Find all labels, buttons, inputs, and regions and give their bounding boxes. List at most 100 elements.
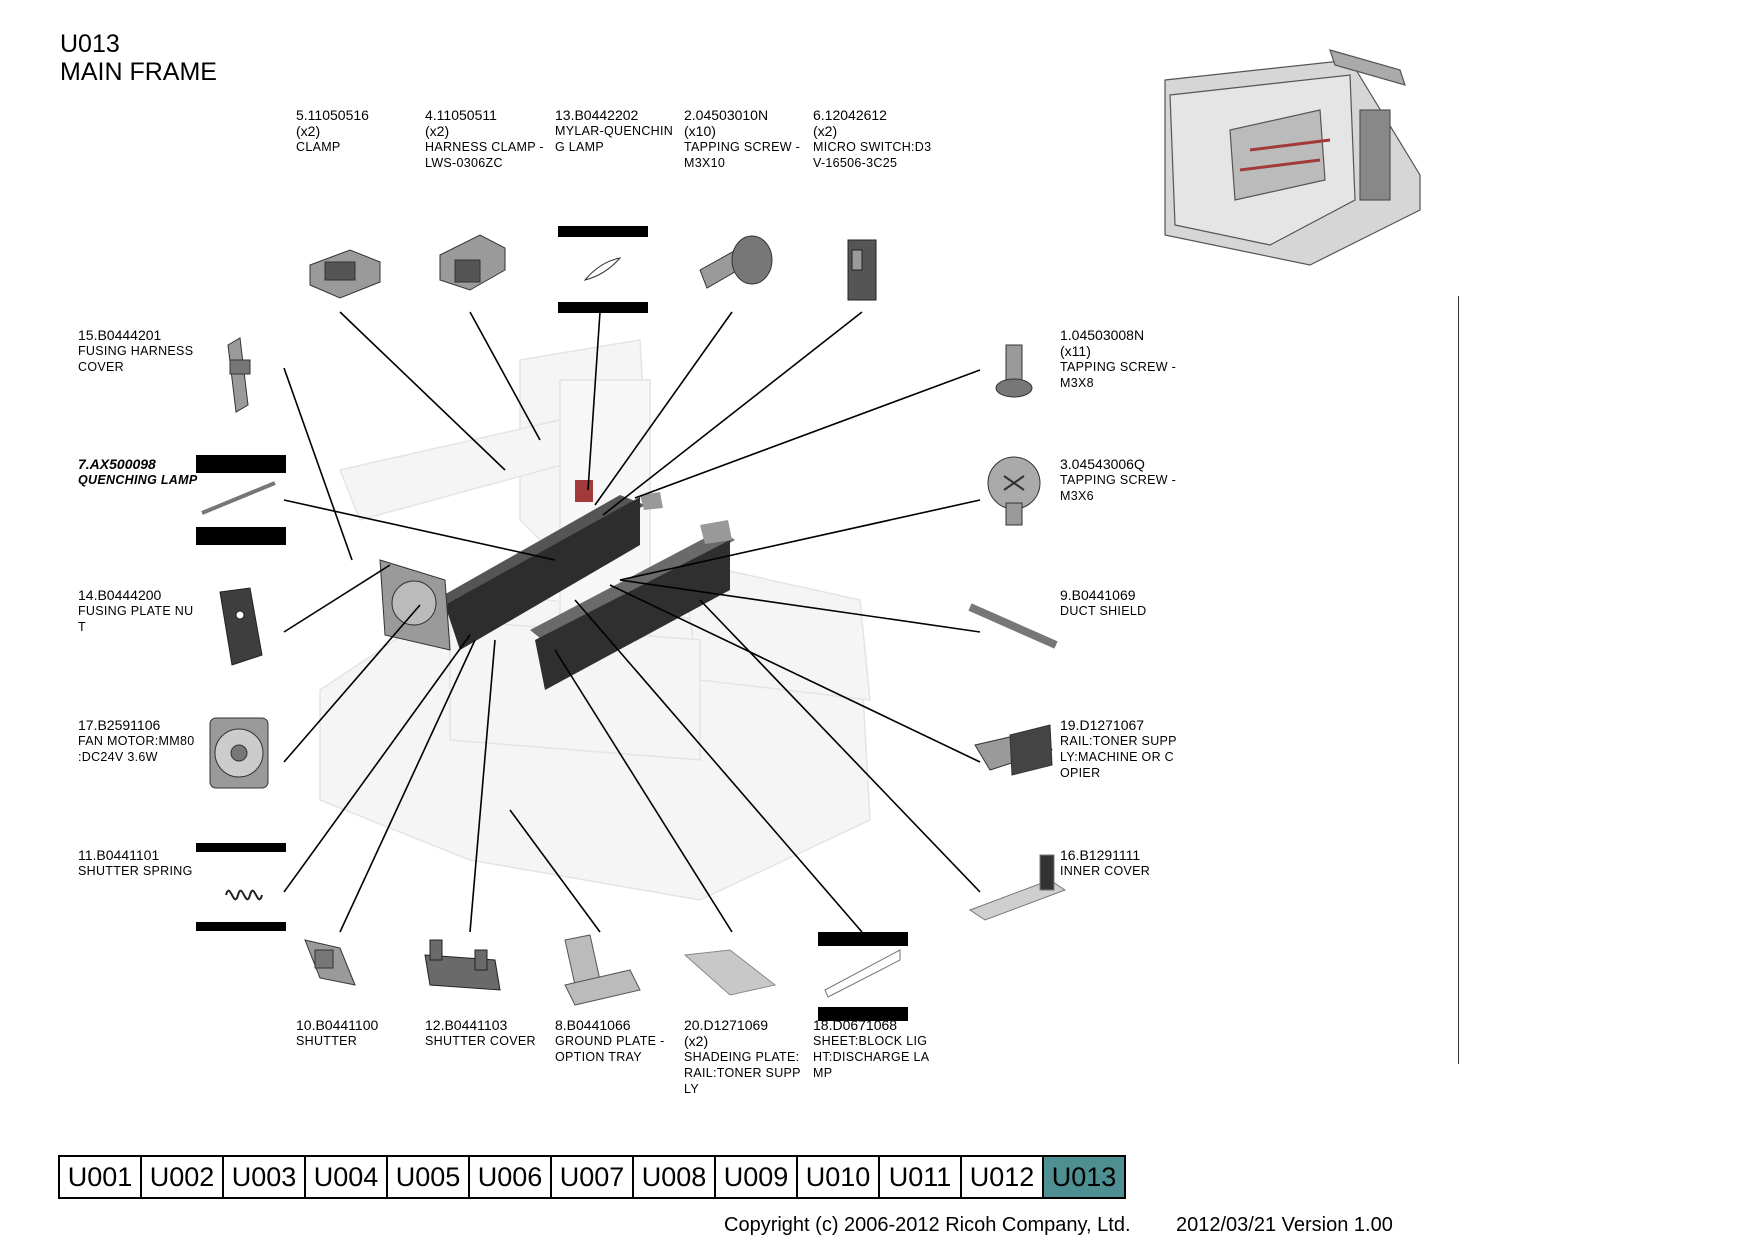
part-description: MICRO SWITCH:D3 V-16506-3C25: [813, 140, 932, 170]
divider-line: [1458, 296, 1459, 1064]
part-description: SHEET:BLOCK LIG HT:DISCHARGE LA MP: [813, 1034, 930, 1080]
part-number: 19.D1271067: [1060, 717, 1145, 733]
nav-tab-u011[interactable]: U011: [880, 1157, 962, 1197]
part-quantity: (x10): [684, 123, 716, 139]
part-description: CLAMP: [296, 140, 341, 154]
part-number: 11.B0441101: [78, 847, 160, 863]
part-label-p2: 2.04503010N(x10)TAPPING SCREW - M3X10: [684, 107, 814, 171]
nav-tab-u007[interactable]: U007: [552, 1157, 634, 1197]
part-description: FUSING PLATE NU T: [78, 604, 194, 634]
nav-tab-u005[interactable]: U005: [388, 1157, 470, 1197]
part-description: HARNESS CLAMP - LWS-0306ZC: [425, 140, 544, 170]
nav-tab-u004[interactable]: U004: [306, 1157, 388, 1197]
part-number: 17.B2591106: [78, 717, 161, 733]
shading-plate-icon: [683, 949, 777, 996]
part-description: SHUTTER COVER: [425, 1034, 536, 1048]
leader-lines: [283, 311, 981, 933]
part-description: QUENCHING LAMP: [78, 473, 198, 487]
part-number: 6.12042612: [813, 107, 887, 123]
part-number: 5.11050516: [296, 107, 369, 123]
part-quantity: (x11): [1060, 343, 1091, 359]
part-number: 20.D1271069: [684, 1017, 769, 1033]
part-label-p20: 20.D1271069(x2)SHADEING PLATE: RAIL:TONE…: [684, 1017, 814, 1097]
nav-tab-u013[interactable]: U013: [1044, 1157, 1124, 1197]
ground-plate-icon: [564, 934, 641, 1006]
part-description: DUCT SHIELD: [1060, 604, 1147, 618]
part-description: INNER COVER: [1060, 864, 1151, 878]
tapping-screw-m3x6-icon: [987, 456, 1041, 526]
part-label-p5: 5.11050516(x2)CLAMP: [296, 107, 426, 155]
nav-tab-u001[interactable]: U001: [60, 1157, 142, 1197]
part-quantity: (x2): [296, 123, 321, 139]
part-description: RAIL:TONER SUPP LY:MACHINE OR C OPIER: [1060, 734, 1177, 780]
diagram-title: MAIN FRAME: [60, 58, 217, 86]
part-description: SHUTTER: [296, 1034, 358, 1048]
part-label-p6: 6.12042612(x2)MICRO SWITCH:D3 V-16506-3C…: [813, 107, 943, 171]
shutter-cover-icon: [424, 939, 501, 991]
fan-motor-icon: [209, 717, 269, 789]
fusing-harness-cover-icon: [227, 337, 251, 413]
part-description: TAPPING SCREW - M3X10: [684, 140, 801, 170]
clamp-part-icon: [309, 249, 381, 299]
nav-tab-u008[interactable]: U008: [634, 1157, 716, 1197]
nav-tab-u010[interactable]: U010: [798, 1157, 880, 1197]
copyright-text: Copyright (c) 2006-2012 Ricoh Company, L…: [724, 1214, 1131, 1236]
nav-tab-u002[interactable]: U002: [142, 1157, 224, 1197]
mylar-part-icon: [558, 226, 648, 313]
nav-tab-u006[interactable]: U006: [470, 1157, 552, 1197]
part-description: TAPPING SCREW - M3X8: [1060, 360, 1177, 390]
main-duct-assembly: [379, 480, 735, 690]
duct-shield-icon: [968, 603, 1058, 649]
part-number: 18.D0671068: [813, 1017, 898, 1033]
part-number: 3.04543006Q: [1060, 456, 1145, 472]
shutter-part-icon: [304, 939, 356, 986]
diagram-code: U013: [60, 30, 120, 58]
part-number: 10.B0441100: [296, 1017, 379, 1033]
part-label-p1: 1.04503008N(x11)TAPPING SCREW - M3X8: [1060, 327, 1190, 391]
part-description: FUSING HARNESS COVER: [78, 344, 194, 374]
harness-clamp-part-icon: [439, 234, 506, 291]
inner-cover-icon: [968, 854, 1067, 921]
part-description: SHADEING PLATE: RAIL:TONER SUPP LY: [684, 1050, 801, 1096]
micro-switch-part-icon: [847, 239, 877, 301]
part-description: GROUND PLATE - OPTION TRAY: [555, 1034, 665, 1064]
nav-tab-u012[interactable]: U012: [962, 1157, 1044, 1197]
quenching-lamp-icon: [196, 455, 286, 545]
nav-tab-u009[interactable]: U009: [716, 1157, 798, 1197]
part-label-p4: 4.11050511(x2)HARNESS CLAMP - LWS-0306ZC: [425, 107, 555, 171]
version-text: 2012/03/21 Version 1.00: [1176, 1214, 1393, 1236]
nav-tab-u003[interactable]: U003: [224, 1157, 306, 1197]
part-description: SHUTTER SPRING: [78, 864, 193, 878]
part-number: 15.B0444201: [78, 327, 162, 343]
fan-in-assembly: [391, 580, 437, 626]
part-number: 13.B0442202: [555, 107, 639, 123]
shutter-spring-icon: [196, 843, 286, 931]
part-number: 1.04503008N: [1060, 327, 1145, 343]
part-description: MYLAR-QUENCHIN G LAMP: [555, 124, 674, 154]
part-number: 9.B0441069: [1060, 587, 1136, 603]
machine-overview-thumbnail: [1164, 49, 1421, 266]
part-number: 16.B1291111: [1060, 847, 1141, 863]
tapping-screw-m3x8-icon: [995, 344, 1033, 398]
part-number: 12.B0441103: [425, 1017, 508, 1033]
tapping-screw-m3x10-icon: [699, 235, 773, 289]
quenching-lamp-highlight: [575, 480, 593, 502]
part-number: 14.B0444200: [78, 587, 162, 603]
part-number: 7.AX500098: [78, 456, 156, 472]
